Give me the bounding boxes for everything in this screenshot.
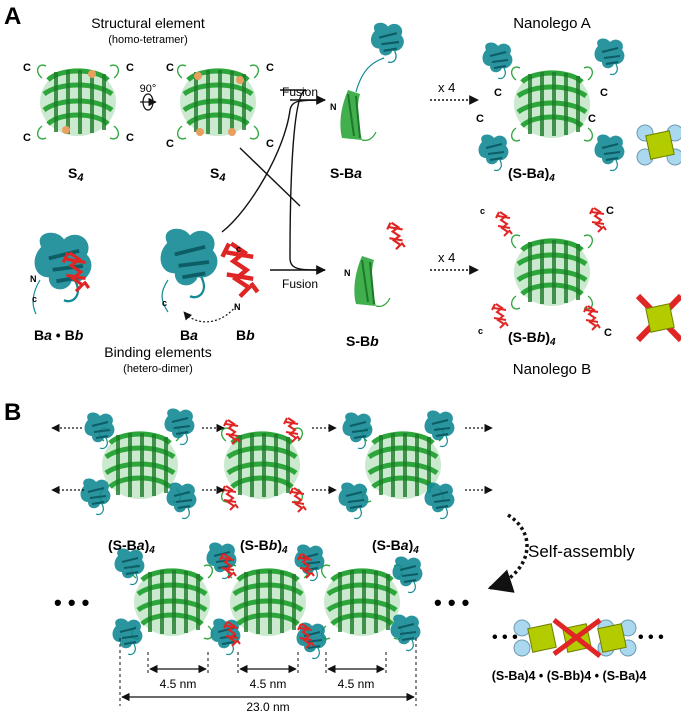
- c-terminus-label: C: [166, 138, 174, 150]
- c-terminus-small-label: c: [480, 206, 485, 216]
- metal-ion-4: [236, 76, 244, 84]
- c-terminus-label: C: [604, 327, 612, 339]
- ba-structure: [158, 226, 220, 313]
- spacing-label-1: 4.5 nm: [160, 677, 197, 691]
- c-terminus-label: C: [266, 62, 274, 74]
- dimension-guides: [119, 638, 417, 706]
- s-ba-label: S-Ba: [330, 165, 362, 181]
- schematic-ellipsis-right: • • •: [638, 629, 664, 646]
- sbb4-label: (S-Bb)4: [508, 329, 556, 348]
- c-terminus-small-label: c: [162, 298, 167, 308]
- ba-bb-label: Ba • Bb: [34, 327, 84, 343]
- panel-a-letter: A: [4, 3, 21, 30]
- binding-arrow: [183, 305, 237, 323]
- rotation-arrow-icon: [140, 93, 157, 111]
- spacing-label-2: 4.5 nm: [250, 677, 287, 691]
- s4-label: S4: [210, 165, 225, 184]
- metal-ion-1: [62, 126, 70, 134]
- c-terminus-label: C: [600, 87, 608, 99]
- sbb4-label-middle: (S-Bb)4: [240, 537, 288, 556]
- nanolego-a-title: Nanolego A: [513, 15, 591, 32]
- fusion-label-top: Fusion: [282, 85, 318, 99]
- assembly-schematic: [513, 617, 637, 658]
- metal-ion-3: [194, 72, 202, 80]
- self-assembly-label: Self-assembly: [528, 542, 635, 561]
- c-terminus-label: C: [606, 205, 614, 217]
- s4-label: S4: [68, 165, 83, 184]
- bb-label: Bb: [236, 327, 255, 343]
- c-terminus-label: C: [588, 113, 596, 125]
- c-terminus-label: C: [126, 132, 134, 144]
- c-terminus-small-label: c: [236, 244, 241, 254]
- n-terminus-label: N: [30, 274, 37, 284]
- c-terminus-label: C: [166, 62, 174, 74]
- sba4-unit-right: [337, 409, 456, 520]
- c-terminus-label: C: [23, 132, 31, 144]
- interaction-arrows: [51, 423, 493, 495]
- total-length-label: 23.0 nm: [246, 700, 289, 713]
- times-four-label-bottom: x 4: [438, 250, 455, 265]
- fusion-label-bottom: Fusion: [282, 277, 318, 291]
- times-four-label-top: x 4: [438, 80, 455, 95]
- sba4-label: (S-Ba)4: [508, 165, 555, 184]
- s-bb-label: S-Bb: [346, 333, 379, 349]
- c-terminus-label: C: [494, 87, 502, 99]
- c-terminus-small-label: c: [478, 326, 483, 336]
- spacing-label-3: 4.5 nm: [338, 677, 375, 691]
- sba4-label-left: (S-Ba)4: [108, 537, 155, 556]
- n-terminus-label: N: [234, 302, 241, 312]
- c-terminus-label: C: [23, 62, 31, 74]
- structural-element-subtitle: (homo-tetramer): [108, 34, 187, 46]
- chain-ellipsis-left: • • •: [54, 590, 89, 615]
- nanolego-b-structure: [491, 207, 607, 331]
- metal-ion-6: [228, 128, 236, 136]
- c-terminus-label: C: [266, 138, 274, 150]
- binding-elements-subtitle: (hetero-dimer): [123, 363, 193, 375]
- metal-ion-2: [88, 70, 96, 78]
- self-assembly-arrow: [487, 513, 529, 593]
- chain-ellipsis-right: • • •: [434, 590, 469, 615]
- metal-ion-5: [196, 128, 204, 136]
- nanolego-a-structure: [477, 37, 626, 172]
- assembly-formula-label: (S-Ba)4 • (S-Bb)4 • (S-Ba)4: [492, 669, 647, 683]
- nanolego-b-schematic: [635, 293, 681, 343]
- ba-label: Ba: [180, 327, 198, 343]
- c-terminus-label: C: [126, 62, 134, 74]
- rotation-label: 90°: [140, 83, 157, 95]
- n-terminus-label: N: [344, 268, 351, 278]
- s-bb-structure: [353, 221, 406, 308]
- c-terminus-label: C: [476, 113, 484, 125]
- n-terminus-label: N: [330, 102, 337, 112]
- dimension-arrows: [121, 664, 415, 702]
- s-ba-structure: [339, 21, 405, 142]
- c-terminus-small-label: c: [32, 294, 37, 304]
- sbb4-unit-middle: [222, 417, 307, 513]
- s4-side-structure: [178, 65, 259, 139]
- panel-b-letter: B: [4, 399, 21, 426]
- structural-element-title: Structural element: [91, 15, 205, 31]
- ba-bb-complex-structure: [32, 230, 94, 315]
- binding-elements-title: Binding elements: [104, 344, 211, 360]
- fusion-arrows: [221, 89, 326, 275]
- sba4-unit-left: [79, 407, 198, 520]
- sba4-label-right: (S-Ba)4: [372, 537, 419, 556]
- schematic-ellipsis-left: • • •: [492, 629, 518, 646]
- assembled-chain-structure: [111, 541, 424, 660]
- nanolego-b-title: Nanolego B: [513, 361, 591, 378]
- s4-front-structure: [38, 65, 119, 139]
- nanolego-a-schematic: [636, 124, 681, 166]
